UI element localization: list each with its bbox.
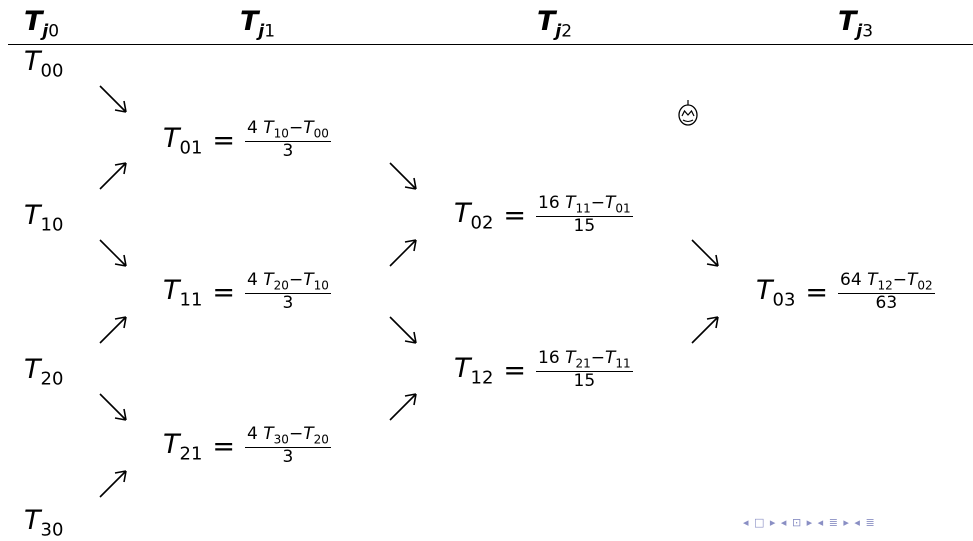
formula-t03: T03 = 64 T12−T02 63 [756, 270, 935, 313]
term-t20: T20 [24, 354, 64, 390]
formula-t11: T11 = 4 T20−T10 3 [163, 270, 331, 313]
formula-t12: T12 = 16 T21−T11 15 [454, 348, 633, 391]
term-t30: T30 [24, 505, 64, 541]
arrow-up-right-icon [97, 466, 131, 500]
formula-t01: T01 = 4 T10−T00 3 [163, 118, 331, 161]
formula-t02: T02 = 16 T11−T01 15 [454, 193, 633, 236]
column-header-j3: Tj3 [838, 6, 874, 42]
fraction: 16 T21−T11 15 [536, 348, 633, 391]
fraction: 16 T11−T01 15 [536, 193, 633, 236]
term-t00: T00 [24, 46, 64, 82]
arrow-up-right-icon [689, 312, 723, 346]
arrow-down-right-icon [387, 314, 421, 348]
arrow-down-right-icon [689, 237, 723, 271]
fraction: 4 T10−T00 3 [245, 118, 331, 161]
arrow-up-right-icon [97, 158, 131, 192]
column-header-j0: Tj0 [24, 6, 60, 42]
term-t10: T10 [24, 200, 64, 236]
beamer-navigation-icons[interactable]: ◂ □ ▸ ◂ ⊡ ▸ ◂ ≣ ▸ ◂ ≣ [743, 516, 876, 529]
column-header-j2: Tj2 [537, 6, 573, 42]
column-header-j1: Tj1 [240, 6, 276, 42]
fraction: 64 T12−T02 63 [838, 270, 935, 313]
arrow-up-right-icon [97, 312, 131, 346]
fraction: 4 T20−T10 3 [245, 270, 331, 313]
header-rule [8, 44, 973, 45]
formula-t21: T21 = 4 T30−T20 3 [163, 424, 331, 467]
arrow-down-right-icon [387, 160, 421, 194]
cursor-icon [677, 99, 699, 127]
fraction: 4 T30−T20 3 [245, 424, 331, 467]
arrow-up-right-icon [387, 235, 421, 269]
arrow-up-right-icon [387, 389, 421, 423]
arrow-down-right-icon [97, 237, 131, 271]
arrow-down-right-icon [97, 391, 131, 425]
arrow-down-right-icon [97, 83, 131, 117]
